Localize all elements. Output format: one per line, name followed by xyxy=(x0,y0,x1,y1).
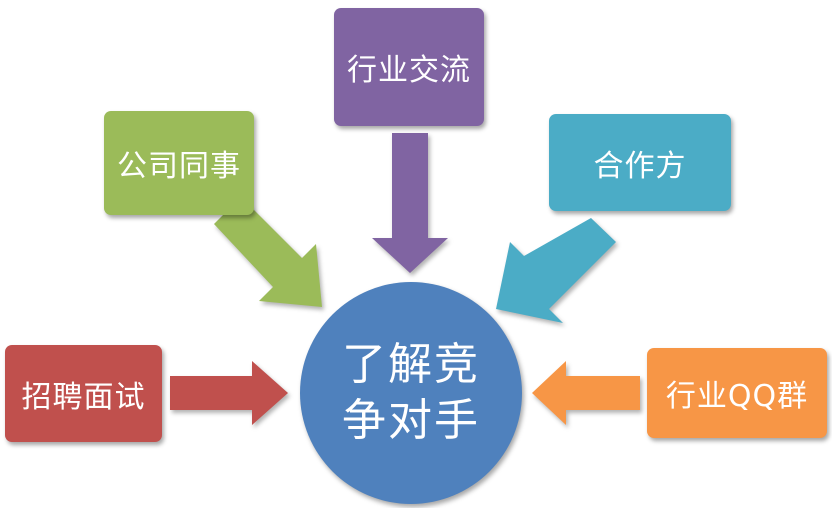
arrow-from-upper-left xyxy=(214,197,322,307)
node-industry-exchange: 行业交流 xyxy=(334,8,484,126)
node-label: 公司同事 xyxy=(117,149,241,184)
node-label: 合作方 xyxy=(593,148,687,184)
center-text-line-2: 争对手 xyxy=(342,395,480,446)
node-label: 行业QQ群 xyxy=(665,379,809,414)
arrow-from-right xyxy=(532,361,640,425)
arrow-from-upper-right xyxy=(496,218,616,323)
center-circle: 了解竞 争对手 xyxy=(300,282,522,504)
node-industry-qq-group: 行业QQ群 xyxy=(647,348,827,438)
node-recruiting-interviews: 招聘面试 xyxy=(5,345,162,442)
node-label: 行业交流 xyxy=(347,53,471,88)
center-text-line-1: 了解竞 xyxy=(342,339,480,390)
arrow-from-left xyxy=(170,361,288,425)
node-label: 招聘面试 xyxy=(21,379,146,415)
arrow-from-top xyxy=(372,133,448,273)
node-colleagues: 公司同事 xyxy=(104,111,254,215)
node-partners: 合作方 xyxy=(549,114,731,211)
